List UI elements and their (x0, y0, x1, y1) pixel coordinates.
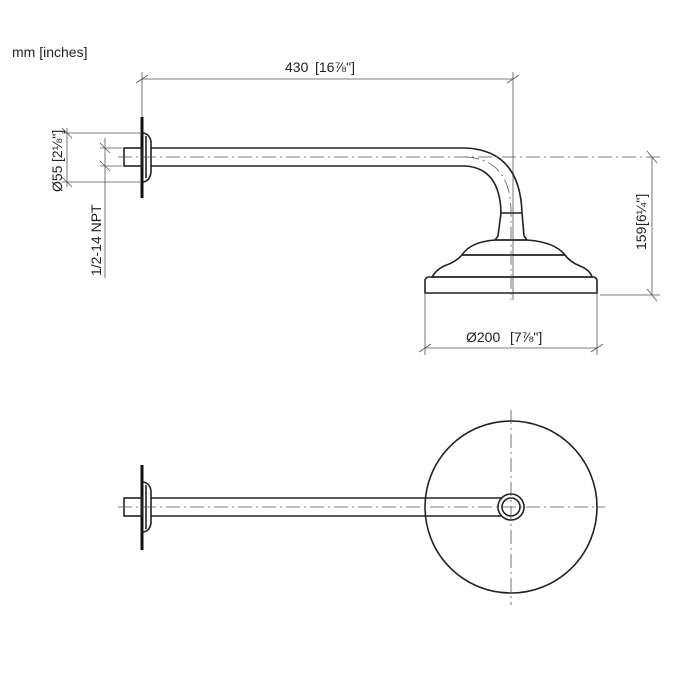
thread-label: 1/2-14 NPT (88, 204, 104, 276)
side-view: 430 [16⅞"] 159 [6¼"] (49, 59, 660, 355)
drop-height-inches: [6¼"] (633, 194, 649, 226)
flange-dia-inches: [2⅛"] (49, 130, 65, 162)
head-dia-inches: [7⅞"] (510, 329, 542, 345)
drop-height-mm: 159 (633, 226, 649, 250)
length-mm: 430 (285, 59, 309, 75)
length-inches: [16⅞"] (315, 59, 355, 75)
top-view (118, 410, 605, 605)
head-dia-mm: Ø200 (466, 329, 500, 345)
units-label: mm [inches] (12, 44, 88, 60)
flange-dia-mm: Ø55 (49, 165, 65, 192)
